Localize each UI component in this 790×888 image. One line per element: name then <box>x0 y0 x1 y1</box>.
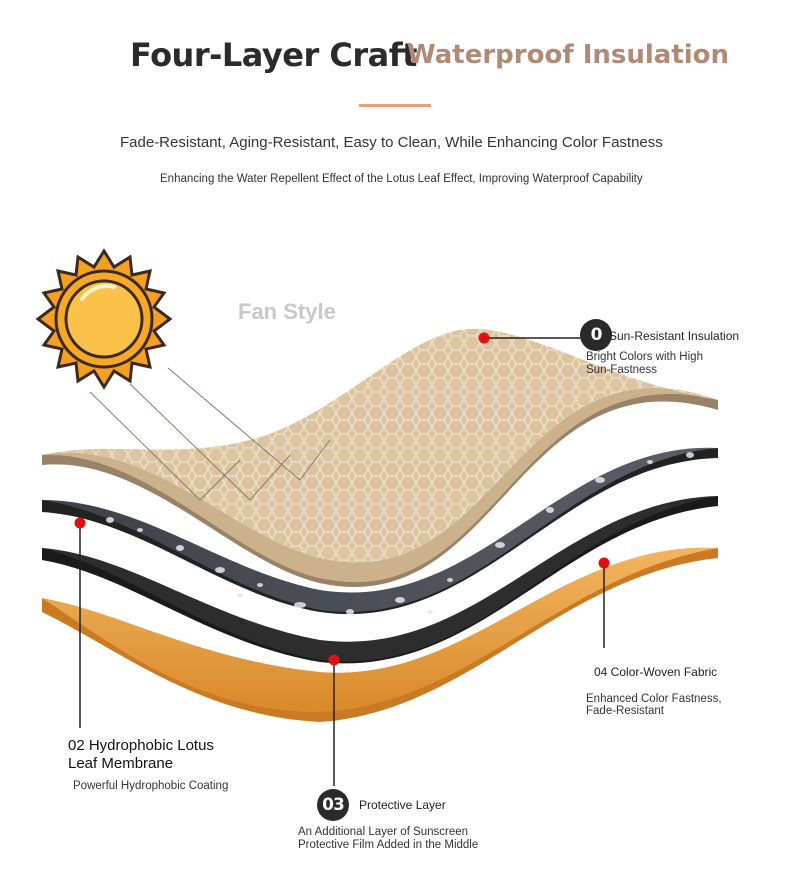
layer-protective <box>42 496 718 664</box>
layer-hydrophobic-membrane <box>42 447 718 615</box>
layer-color-woven-fabric <box>42 547 718 722</box>
layer2-desc: Powerful Hydrophobic Coating <box>73 780 229 792</box>
subtitle: Fade-Resistant, Aging-Resistant, Easy to… <box>120 134 663 151</box>
layer2-title-line2: Leaf Membrane <box>68 755 174 772</box>
watermark: Fan Style <box>238 299 336 324</box>
badge-layer3: 03 <box>317 789 349 821</box>
layer4-desc-line2: Fade-Resistant <box>586 705 664 717</box>
badge-layer1: 0 <box>580 319 612 351</box>
title-divider <box>359 104 431 107</box>
layer3-title: Protective Layer <box>359 798 446 812</box>
water-droplets <box>106 452 694 615</box>
layer-sun-resistant <box>42 328 718 587</box>
marker-layer3 <box>328 654 340 666</box>
layer2-title-line1: 02 Hydrophobic Lotus <box>68 737 214 754</box>
layer4-desc-line1: Enhanced Color Fastness, <box>586 693 722 705</box>
sun-rays <box>89 367 331 501</box>
layer1-desc-line1: Bright Colors with High <box>586 351 703 363</box>
layer1-desc-line2: Sun-Fastness <box>586 364 657 376</box>
layer1-title: Sun-Resistant Insulation <box>609 329 740 343</box>
marker-layer2 <box>74 517 86 529</box>
sun-icon <box>35 248 173 390</box>
page-title: Four-Layer Craft <box>130 36 417 74</box>
page-title-accent: Waterproof Insulation <box>407 40 730 70</box>
marker-layer4 <box>598 557 610 569</box>
callouts <box>74 332 610 786</box>
marker-layer1 <box>478 332 490 344</box>
layer4-title: 04 Color-Woven Fabric <box>594 665 718 679</box>
subtext: Enhancing the Water Repellent Effect of … <box>160 173 643 185</box>
layer3-desc-line2: Protective Film Added in the Middle <box>298 839 479 851</box>
layer3-desc-line1: An Additional Layer of Sunscreen <box>298 826 469 838</box>
